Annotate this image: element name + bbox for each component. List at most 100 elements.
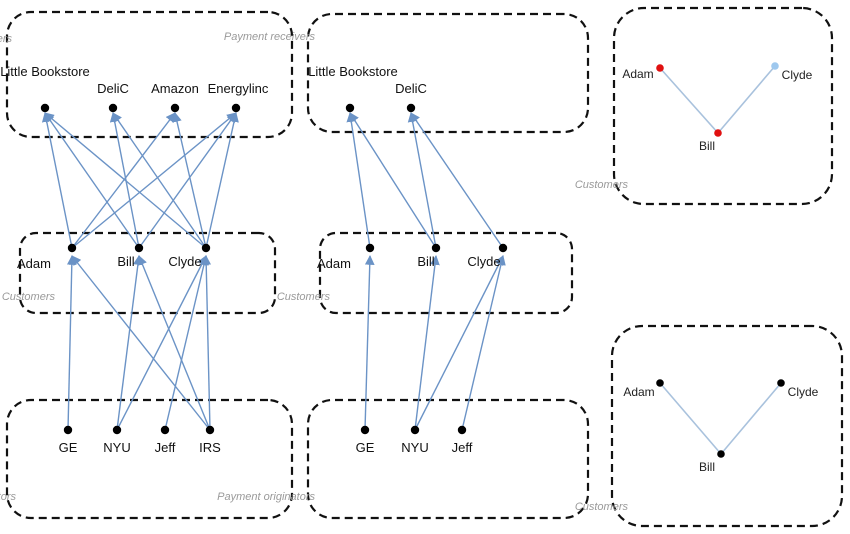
node-p2-adam xyxy=(365,243,375,253)
graph-bottom-node-bill xyxy=(717,450,725,458)
graph-top-label-clyde: Clyde xyxy=(782,68,813,82)
edge-p1-irs-adam xyxy=(71,255,211,431)
node-p1-jeff xyxy=(160,425,170,435)
panel1-customers-box xyxy=(18,231,277,315)
node-p1-ge xyxy=(63,425,73,435)
panel2-originators-box xyxy=(306,398,590,520)
graph-top-node-clyde xyxy=(771,62,779,70)
graph-bottom-label-bill: Bill xyxy=(699,460,715,474)
label-p1-ge: GE xyxy=(59,440,78,455)
edge-p2-adam-little xyxy=(346,112,371,249)
node-p1-little-bookstore xyxy=(40,103,50,113)
graph-top-title: Customers xyxy=(575,179,629,191)
label-p2-delic: DeliC xyxy=(395,81,427,96)
label-p2-ge: GE xyxy=(356,440,375,455)
label-p1-adam: Adam xyxy=(17,256,51,271)
node-p2-bill xyxy=(431,243,441,253)
edge-p1-adam-amazon xyxy=(71,112,176,249)
panel2-customers-box xyxy=(318,231,574,315)
edge-p2-clyde-delic xyxy=(410,112,504,249)
label-p1-nyu: NYU xyxy=(103,440,130,455)
label-p2-little: Little Bookstore xyxy=(308,64,398,79)
label-p2-bill: Bill xyxy=(417,254,434,269)
label-p2-nyu: NYU xyxy=(401,440,428,455)
node-p1-clyde xyxy=(201,243,211,253)
edge-p1-adam-little xyxy=(41,112,73,249)
node-p2-jeff xyxy=(457,425,467,435)
node-p2-clyde xyxy=(498,243,508,253)
label-p1-energylinc: Energylinc xyxy=(208,81,269,96)
panel2-receivers-title: Payment receivers xyxy=(224,31,316,43)
graph-bottom-box xyxy=(610,324,844,528)
node-p1-nyu xyxy=(112,425,122,435)
label-p2-clyde: Clyde xyxy=(467,254,500,269)
label-p1-jeff: Jeff xyxy=(155,440,176,455)
graph-bottom-title: Customers xyxy=(575,501,629,513)
node-p1-bill xyxy=(134,243,144,253)
label-p1-irs: IRS xyxy=(199,440,221,455)
edge-p1-jeff-clyde xyxy=(164,255,209,431)
graph-top-box xyxy=(612,6,834,206)
graph-bottom-node-clyde xyxy=(777,379,785,387)
node-p2-little-bookstore xyxy=(345,103,355,113)
edge-p1-clyde-delic xyxy=(112,112,207,249)
graph-bottom-node-adam xyxy=(656,379,664,387)
edge-p1-bill-little xyxy=(44,112,140,249)
node-p1-amazon xyxy=(170,103,180,113)
label-p1-delic: DeliC xyxy=(97,81,129,96)
label-p1-bill: Bill xyxy=(117,254,134,269)
panel2-edges xyxy=(346,112,506,431)
panel2-nodes xyxy=(345,103,508,435)
edge-p1-nyu-clyde xyxy=(116,255,207,431)
graph-top-node-adam xyxy=(656,64,664,72)
edge-p2-nyu-clyde xyxy=(414,255,504,431)
panel1-edges xyxy=(41,112,239,431)
edge-p1-bill-energylinc xyxy=(138,112,237,249)
node-p2-ge xyxy=(360,425,370,435)
panel1-customers-title: Customers xyxy=(2,291,56,303)
node-p1-adam xyxy=(67,243,77,253)
graph-top-label-bill: Bill xyxy=(699,139,715,153)
graph-top-edge-adam-bill xyxy=(659,67,719,134)
label-p1-clyde: Clyde xyxy=(168,254,201,269)
edge-p1-clyde-amazon xyxy=(172,112,207,249)
edge-p2-bill-little xyxy=(349,112,437,249)
graph-top-edge-bill-clyde xyxy=(717,65,776,134)
graph-top-label-adam: Adam xyxy=(622,67,653,81)
edge-p1-clyde-energylinc xyxy=(205,112,239,249)
panel1-originators-box xyxy=(5,398,294,520)
node-p1-delic xyxy=(108,103,118,113)
panel1-nodes xyxy=(40,103,241,435)
panel2-receivers-box xyxy=(306,12,590,134)
graph-bottom-label-clyde: Clyde xyxy=(788,385,819,399)
edge-p1-adam-energylinc xyxy=(71,112,237,249)
node-p2-nyu xyxy=(410,425,420,435)
edge-p1-nyu-bill xyxy=(116,255,143,431)
edge-p1-clyde-little xyxy=(44,112,207,249)
panel1-originators-title: Payment originators xyxy=(0,491,16,503)
graph-bottom-label-adam: Adam xyxy=(623,385,654,399)
label-p1-amazon: Amazon xyxy=(151,81,199,96)
edge-p1-ge-adam xyxy=(66,255,77,431)
panel1-receivers-title: Payment receivers xyxy=(0,33,12,45)
edge-p2-nyu-bill xyxy=(414,255,440,431)
edge-p1-irs-bill xyxy=(137,255,211,431)
graph-bottom-edge-adam-bill xyxy=(659,382,722,455)
edge-p2-ge-adam xyxy=(364,255,375,431)
node-p1-irs xyxy=(205,425,215,435)
label-p1-little: Little Bookstore xyxy=(0,64,90,79)
node-p2-delic xyxy=(406,103,416,113)
graph-bottom-edge-bill-clyde xyxy=(720,382,782,455)
labels: Payment receivers Customers Payment orig… xyxy=(0,31,819,513)
node-p1-energylinc xyxy=(231,103,241,113)
label-p2-jeff: Jeff xyxy=(452,440,473,455)
edge-p1-irs-clyde xyxy=(201,255,212,431)
panel2-customers-title: Customers xyxy=(277,291,331,303)
label-p2-adam: Adam xyxy=(317,256,351,271)
edge-p2-jeff-clyde xyxy=(461,255,506,431)
panel1-receivers-box xyxy=(5,10,294,139)
edge-p2-bill-delic xyxy=(407,112,437,249)
panel2-originators-title: Payment originators xyxy=(217,491,315,503)
graph-top-node-bill xyxy=(714,129,722,137)
